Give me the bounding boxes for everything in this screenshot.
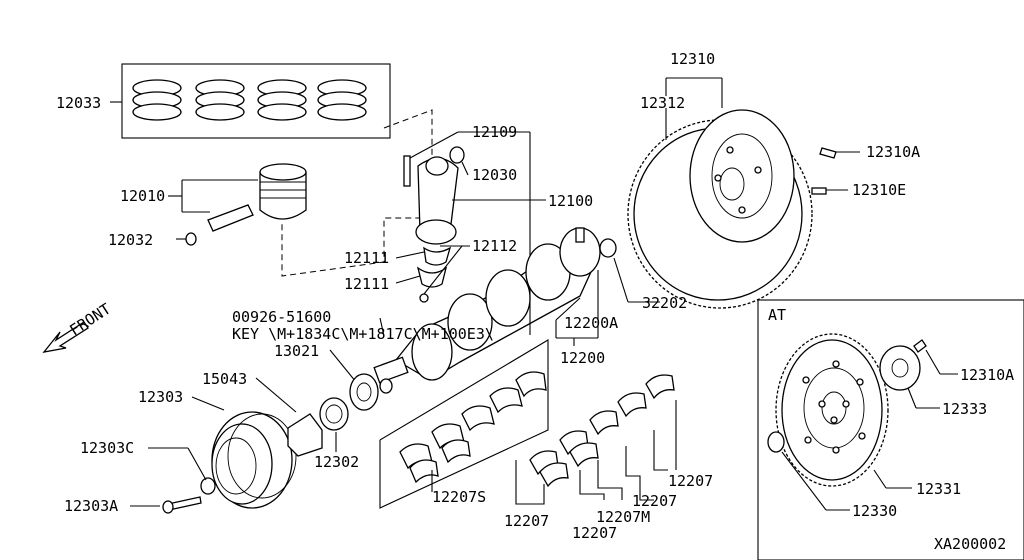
label-15043: 15043	[202, 370, 247, 388]
label-12310E: 12310E	[852, 181, 906, 199]
flywheel-mt	[627, 77, 860, 309]
label-32202: 32202	[642, 294, 687, 312]
main-bearing-set	[379, 339, 549, 509]
label-12207-a: 12207	[504, 512, 549, 530]
label-12333: 12333	[942, 400, 987, 418]
label-12207M: 12207M	[596, 508, 650, 526]
label-front: FRONT	[66, 300, 114, 340]
label-12010: 12010	[120, 187, 165, 205]
label-12207S: 12207S	[432, 488, 486, 506]
piston	[168, 109, 433, 277]
crank-pulley	[130, 373, 379, 514]
rod-bearing-set	[515, 374, 677, 505]
label-12310A-at: 12310A	[960, 366, 1014, 384]
label-13021: 13021	[274, 342, 319, 360]
label-12310: 12310	[670, 50, 715, 68]
label-12303C: 12303C	[80, 439, 134, 457]
label-12303A: 12303A	[64, 497, 118, 515]
label-12207-c: 12207	[632, 492, 677, 510]
label-00926-51600: 00926-51600	[232, 308, 331, 326]
label-12200A: 12200A	[564, 314, 618, 332]
label-12207-b: 12207	[572, 524, 617, 542]
at-section	[757, 299, 1024, 560]
connecting-rod	[395, 131, 546, 303]
label-12111-upper: 12111	[344, 249, 389, 267]
label-12100: 12100	[548, 192, 593, 210]
part-labels: 12033 12010 12032 12109 12030 12100 1211…	[56, 50, 1014, 553]
label-12112: 12112	[472, 237, 517, 255]
label-12310A: 12310A	[866, 143, 920, 161]
label-12030: 12030	[472, 166, 517, 184]
label-12303: 12303	[138, 388, 183, 406]
piston-ring-set	[110, 63, 391, 139]
crankshaft	[329, 227, 629, 394]
label-12032: 12032	[108, 231, 153, 249]
diagram-code: XA200002	[934, 535, 1006, 553]
label-12111-lower: 12111	[344, 275, 389, 293]
label-key: KEY \M+1834C\M+1817C\M+100E3\	[232, 325, 494, 343]
front-arrow	[42, 321, 89, 353]
label-12302: 12302	[314, 453, 359, 471]
label-at: AT	[768, 306, 786, 324]
label-12312: 12312	[640, 94, 685, 112]
label-12330: 12330	[852, 502, 897, 520]
label-12331: 12331	[916, 480, 961, 498]
label-12200: 12200	[560, 349, 605, 367]
label-12033: 12033	[56, 94, 101, 112]
label-12207-d: 12207	[668, 472, 713, 490]
label-12109: 12109	[472, 123, 517, 141]
